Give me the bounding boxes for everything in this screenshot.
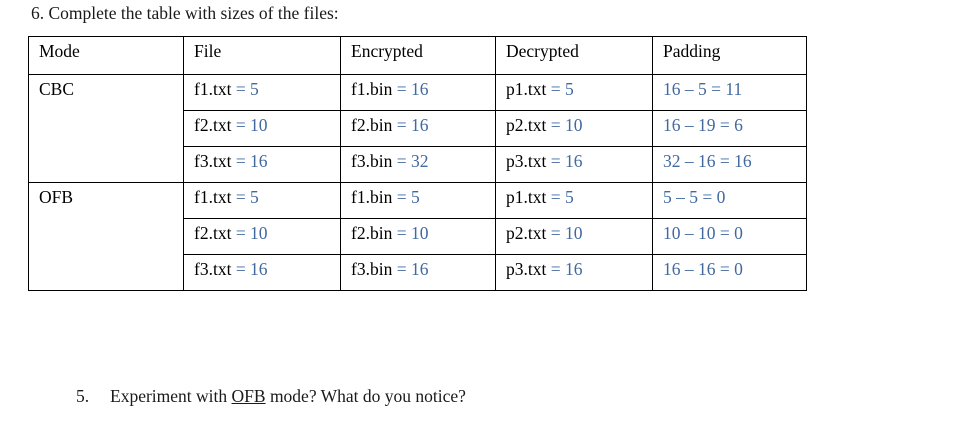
table-row: f3.txt = 16 f3.bin = 16 p3.txt = 16 16 –… — [29, 254, 807, 291]
file-size: = 10 — [231, 115, 268, 135]
cell-encrypted: f3.bin = 32 — [340, 146, 496, 183]
decrypted-name: p2.txt — [506, 223, 547, 243]
mode-cell-cbc: CBC — [28, 74, 184, 183]
encrypted-name: f1.bin — [351, 187, 393, 207]
file-size: = 5 — [231, 79, 259, 99]
encrypted-name: f3.bin — [351, 151, 393, 171]
encrypted-size: = 16 — [392, 259, 429, 279]
cell-decrypted: p3.txt = 16 — [495, 146, 653, 183]
cell-padding: 16 – 19 = 6 — [652, 110, 807, 147]
cell-file: f2.txt = 10 — [183, 218, 341, 255]
file-size: = 5 — [231, 187, 259, 207]
file-name: f3.txt — [194, 259, 232, 279]
decrypted-name: p1.txt — [506, 79, 547, 99]
cell-padding: 16 – 16 = 0 — [652, 254, 807, 291]
file-size: = 16 — [231, 151, 268, 171]
cell-encrypted: f2.bin = 16 — [340, 110, 496, 147]
file-name: f1.txt — [194, 187, 232, 207]
table-row: CBC f1.txt = 5 f1.bin = 16 p1.txt = 5 16… — [28, 74, 807, 183]
encrypted-name: f1.bin — [351, 79, 393, 99]
decrypted-name: p3.txt — [506, 151, 547, 171]
encrypted-size: = 16 — [392, 115, 429, 135]
cell-file: f1.txt = 5 — [183, 182, 341, 219]
cell-encrypted: f1.bin = 5 — [340, 182, 496, 219]
encrypted-name: f2.bin — [351, 223, 393, 243]
column-header-mode: Mode — [28, 36, 184, 75]
cell-decrypted: p2.txt = 10 — [495, 218, 653, 255]
file-name: f2.txt — [194, 115, 232, 135]
decrypted-size: = 10 — [546, 223, 583, 243]
encrypted-size: = 32 — [392, 151, 429, 171]
cell-encrypted: f3.bin = 16 — [340, 254, 496, 291]
exercise-5-text-before: Experiment with — [110, 386, 232, 406]
decrypted-size: = 16 — [546, 151, 583, 171]
decrypted-size: = 5 — [546, 79, 574, 99]
file-size: = 16 — [231, 259, 268, 279]
cell-decrypted: p1.txt = 5 — [495, 182, 653, 219]
file-name: f1.txt — [194, 79, 232, 99]
cell-padding: 5 – 5 = 0 — [652, 182, 807, 219]
column-header-encrypted: Encrypted — [340, 36, 496, 75]
cell-padding: 16 – 5 = 11 — [652, 74, 807, 111]
file-name: f2.txt — [194, 223, 232, 243]
column-header-decrypted: Decrypted — [495, 36, 653, 75]
encrypted-name: f3.bin — [351, 259, 393, 279]
table-row: f2.txt = 10 f2.bin = 16 p2.txt = 10 16 –… — [29, 110, 807, 147]
encrypted-size: = 5 — [392, 187, 420, 207]
column-header-padding: Padding — [652, 36, 807, 75]
exercise-5-mode-emphasis: OFB — [231, 386, 266, 406]
table-row: OFB f1.txt = 5 f1.bin = 5 p1.txt = 5 5 –… — [28, 182, 807, 291]
exercise-5-prompt: 5. Experiment with OFB mode? What do you … — [76, 385, 466, 408]
cell-encrypted: f2.bin = 10 — [340, 218, 496, 255]
decrypted-size: = 5 — [546, 187, 574, 207]
file-size: = 10 — [231, 223, 268, 243]
cell-file: f2.txt = 10 — [183, 110, 341, 147]
decrypted-name: p3.txt — [506, 259, 547, 279]
mode-cell-ofb: OFB — [28, 182, 184, 291]
exercise-6-prompt: 6. Complete the table with sizes of the … — [31, 3, 339, 23]
exercise-5-number: 5. — [76, 386, 90, 406]
cell-encrypted: f1.bin = 16 — [340, 74, 496, 111]
cell-file: f3.txt = 16 — [183, 254, 341, 291]
cell-decrypted: p1.txt = 5 — [495, 74, 653, 111]
file-sizes-table: Mode File Encrypted Decrypted Padding CB… — [28, 36, 807, 291]
decrypted-name: p1.txt — [506, 187, 547, 207]
decrypted-name: p2.txt — [506, 115, 547, 135]
decrypted-size: = 16 — [546, 259, 583, 279]
cell-file: f1.txt = 5 — [183, 74, 341, 111]
table-row: f2.txt = 10 f2.bin = 10 p2.txt = 10 10 –… — [29, 218, 807, 255]
file-name: f3.txt — [194, 151, 232, 171]
table-header-row: Mode File Encrypted Decrypted Padding — [28, 36, 807, 75]
cell-decrypted: p2.txt = 10 — [495, 110, 653, 147]
cell-padding: 10 – 10 = 0 — [652, 218, 807, 255]
exercise-5-text-after: mode? What do you notice? — [265, 386, 466, 406]
cell-file: f3.txt = 16 — [183, 146, 341, 183]
encrypted-size: = 10 — [392, 223, 429, 243]
encrypted-name: f2.bin — [351, 115, 393, 135]
column-header-file: File — [183, 36, 341, 75]
cell-padding: 32 – 16 = 16 — [652, 146, 807, 183]
decrypted-size: = 10 — [546, 115, 583, 135]
encrypted-size: = 16 — [392, 79, 429, 99]
cell-decrypted: p3.txt = 16 — [495, 254, 653, 291]
